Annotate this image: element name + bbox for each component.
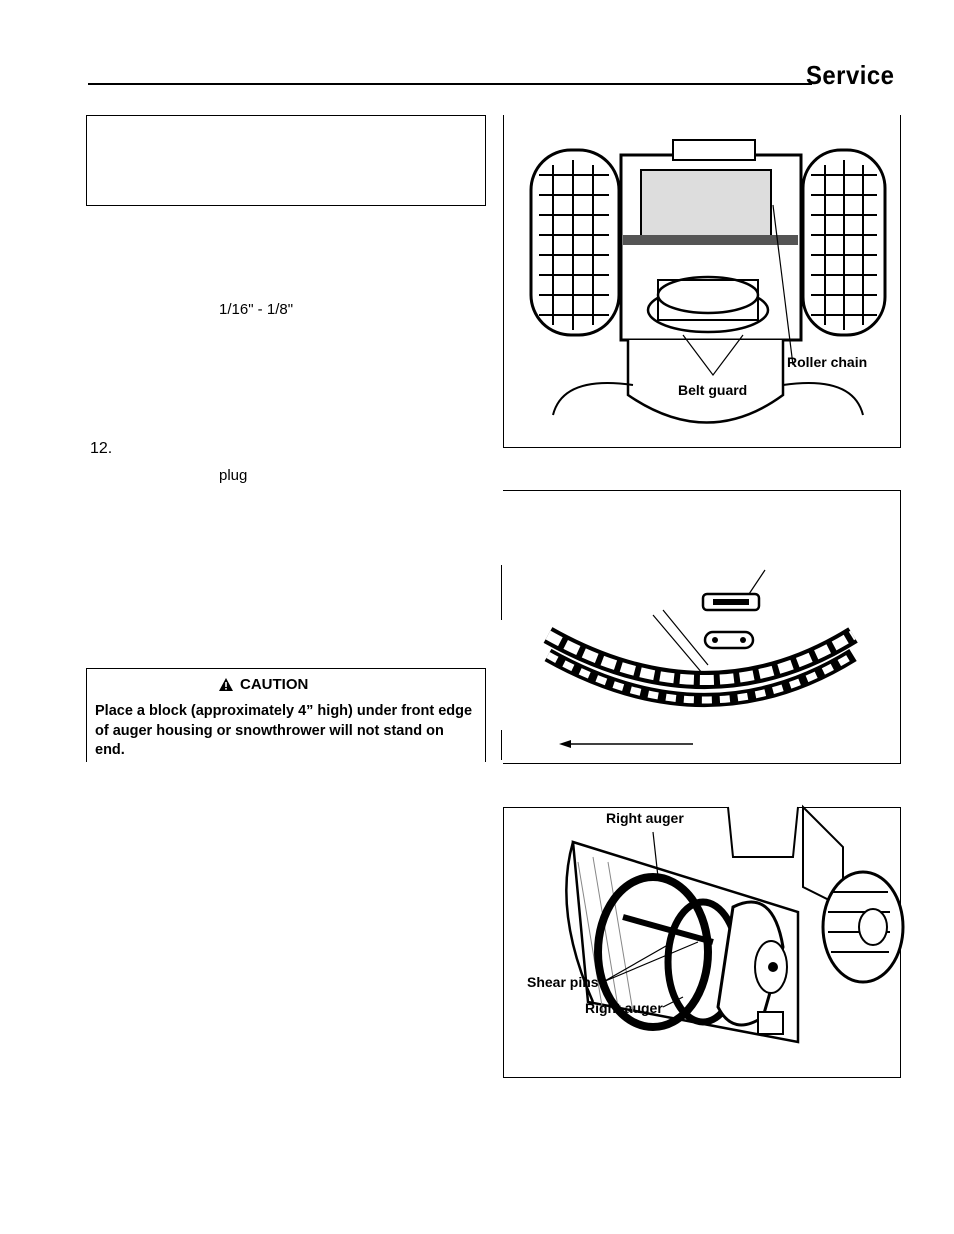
measurement-text: 1/16" - 1/8" bbox=[219, 301, 294, 318]
section-title: Service bbox=[806, 60, 895, 90]
figure-1-drawing bbox=[529, 139, 887, 424]
right-auger-label-bottom: Right auger bbox=[585, 1000, 663, 1016]
header-rule bbox=[88, 83, 812, 85]
note-box bbox=[86, 115, 486, 206]
caution-box bbox=[86, 668, 486, 762]
shear-pins-label: Shear pins bbox=[527, 974, 599, 990]
right-auger-label-top: Right auger bbox=[606, 810, 684, 826]
figure-2-drawing bbox=[543, 569, 858, 748]
belt-guard-label: Belt guard bbox=[678, 382, 748, 398]
step-number: 12. bbox=[90, 440, 113, 457]
roller-chain-label: Roller chain bbox=[787, 354, 868, 370]
warning-icon bbox=[219, 678, 233, 691]
figure-2-left-edge bbox=[501, 565, 502, 620]
figure-2-left-edge-lower bbox=[501, 730, 502, 760]
figure-2-frame bbox=[503, 490, 901, 764]
figure-3-drawing bbox=[565, 804, 905, 1044]
caution-text: Place a block (approximately 4” high) un… bbox=[95, 703, 473, 758]
plug-text: plug bbox=[219, 467, 248, 484]
figure-1-frame bbox=[503, 115, 901, 448]
caution-heading: CAUTION bbox=[240, 676, 309, 693]
